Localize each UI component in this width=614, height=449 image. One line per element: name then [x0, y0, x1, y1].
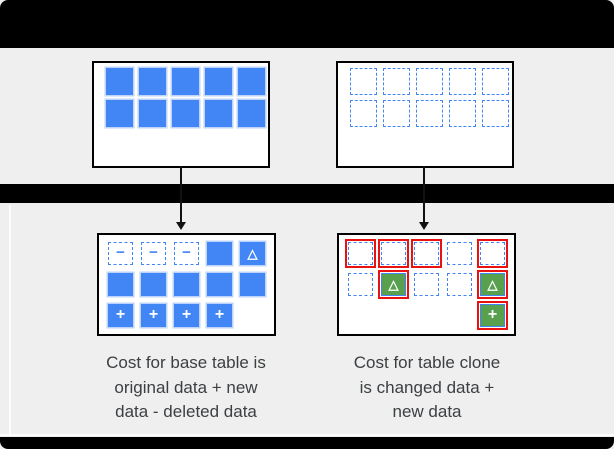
card-edge-highlight-bottom — [0, 434, 614, 436]
table-cell-solid — [139, 68, 166, 95]
table-cell-solid-delta: △ — [240, 242, 265, 265]
table-cell-solid — [108, 273, 133, 296]
delta-icon: △ — [247, 246, 258, 261]
delta-icon: △ — [487, 277, 498, 292]
plus-icon: + — [214, 306, 225, 323]
base-table-cost-caption: Cost for base table is original data + n… — [74, 351, 298, 425]
table-cell-red-dashed — [477, 239, 508, 268]
table-cell-dashed — [414, 273, 439, 296]
minus-icon: − — [182, 244, 191, 261]
minus-icon: − — [149, 244, 158, 261]
base-table-box — [92, 61, 270, 168]
table-cell-dashed — [350, 100, 377, 127]
minus-icon: − — [116, 244, 125, 261]
plus-icon: + — [487, 306, 498, 323]
table-cell-red-green-delta: △ — [477, 270, 508, 299]
table-cell-solid — [238, 68, 265, 95]
arrow-right-line — [423, 166, 425, 223]
table-cell-solid — [238, 100, 265, 127]
plus-icon: + — [148, 306, 159, 323]
table-clone-grid — [338, 63, 512, 127]
caption-line: Cost for base table is — [106, 353, 266, 372]
caption-line: new data — [392, 402, 462, 421]
table-cell-dashed — [350, 68, 377, 95]
plus-icon: + — [181, 306, 192, 323]
table-cell-dashed — [416, 100, 443, 127]
table-clone-cost-caption: Cost for table clone is changed data + n… — [315, 351, 539, 425]
table-cell-solid — [207, 273, 232, 296]
table-cell-solid — [207, 242, 232, 265]
table-cell-dashed — [383, 100, 410, 127]
table-cell-solid — [106, 68, 133, 95]
table-cell-dashed — [447, 242, 472, 265]
base-table-after-changes-box: − − − △ + + + + — [97, 233, 276, 336]
middle-black-divider — [0, 184, 614, 203]
table-cell-solid-plus: + — [108, 304, 133, 327]
table-cell-dashed — [482, 68, 509, 95]
table-cell-red-dashed — [411, 239, 442, 268]
table-cell-dashed — [449, 100, 476, 127]
table-cell-dashed-minus: − — [141, 242, 166, 265]
table-cell-solid — [205, 100, 232, 127]
table-cell-solid — [141, 273, 166, 296]
arrow-left-head-icon — [176, 222, 186, 230]
arrow-left-line — [180, 166, 182, 223]
table-cell-red-green-plus: + — [477, 301, 508, 330]
arrow-right-head-icon — [419, 222, 429, 230]
caption-line: data - deleted data — [115, 402, 257, 421]
table-cell-dashed — [348, 273, 373, 296]
table-cell-dashed — [383, 68, 410, 95]
table-cell-dashed — [447, 273, 472, 296]
card-edge-highlight-left — [9, 205, 11, 435]
table-cell-dashed — [416, 68, 443, 95]
table-cell-solid — [172, 100, 199, 127]
delta-icon: △ — [388, 277, 399, 292]
caption-line: Cost for table clone — [353, 353, 501, 372]
table-cell-dashed — [482, 100, 509, 127]
table-cell-solid — [240, 273, 265, 296]
table-cell-solid-plus: + — [207, 304, 232, 327]
table-cell-dashed — [449, 68, 476, 95]
plus-icon: + — [115, 306, 126, 323]
caption-line: is changed data + — [359, 377, 495, 397]
table-cell-dashed-minus: − — [174, 242, 199, 265]
table-clone-after-changes-box: △ △ + — [337, 233, 516, 336]
top-black-bar — [0, 0, 614, 48]
table-cell-red-green-delta: △ — [378, 270, 409, 299]
base-table-grid — [94, 63, 268, 127]
table-cell-solid — [205, 68, 232, 95]
table-clone-after-changes-grid: △ △ + — [339, 235, 514, 330]
caption-line: original data + new — [114, 377, 258, 397]
table-cell-solid — [139, 100, 166, 127]
table-cell-solid-plus: + — [174, 304, 199, 327]
table-cell-dashed-minus: − — [108, 242, 133, 265]
table-cell-solid — [172, 68, 199, 95]
table-cell-red-dashed — [378, 239, 409, 268]
table-cell-red-dashed — [345, 239, 376, 268]
table-cell-solid-plus: + — [141, 304, 166, 327]
table-cell-solid — [106, 100, 133, 127]
bottom-black-bar — [0, 437, 614, 449]
table-cell-solid — [174, 273, 199, 296]
table-clone-box — [336, 61, 514, 168]
base-table-after-changes-grid: − − − △ + + + + — [99, 235, 274, 327]
